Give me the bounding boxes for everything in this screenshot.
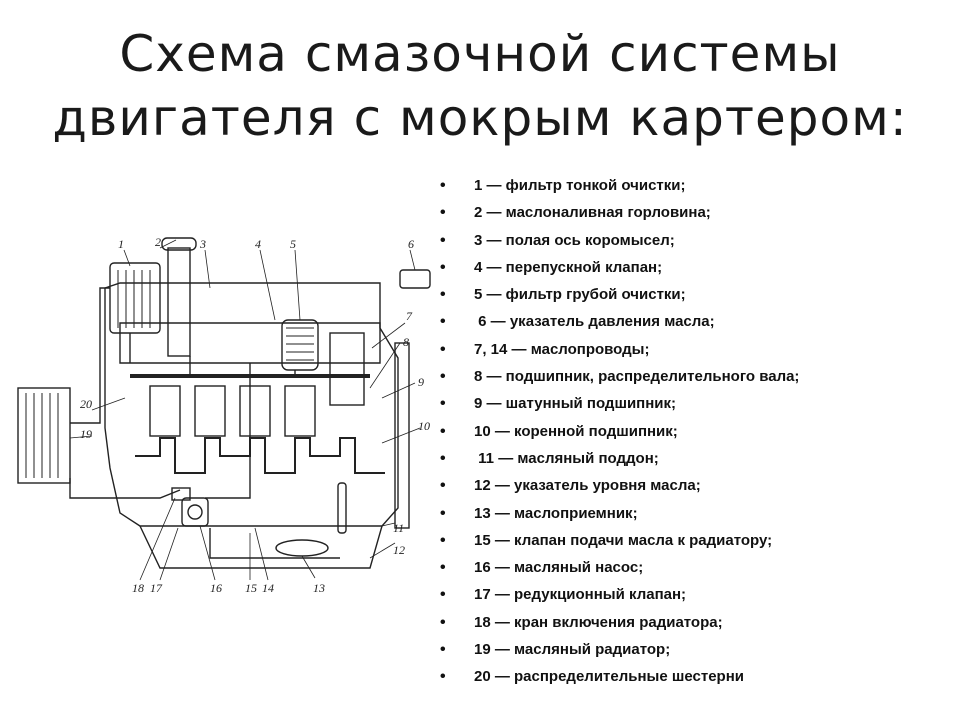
bullet-icon: •	[440, 368, 446, 386]
legend-item: • 15 — клапан подачи масла к радиатору;	[440, 531, 799, 558]
bullet-icon: •	[440, 531, 446, 549]
bullet-icon: •	[440, 313, 446, 331]
bullet-icon: •	[440, 340, 446, 358]
legend-item-text: 8 — подшипник, распределительного вала;	[474, 368, 800, 386]
legend-item-text: 11 — масляный поддон;	[474, 449, 659, 467]
bullet-icon: •	[440, 258, 446, 276]
legend-item-text: 3 — полая ось коромысел;	[474, 231, 675, 249]
callout-8: 8	[403, 335, 409, 349]
callout-15: 15	[245, 581, 257, 595]
callout-14: 14	[262, 581, 274, 595]
legend-item: • 1 — фильтр тонкой очистки;	[440, 176, 799, 203]
legend-item: • 18 — кран включения радиатора;	[440, 613, 799, 640]
callouts: 1 2 3 4 5 6 7 8 9 10 11 12 13 14 15 16 1…	[80, 235, 430, 595]
callout-20: 20	[80, 397, 92, 411]
title-line-2: двигателя с мокрым картером:	[52, 89, 908, 147]
bullet-icon: •	[440, 477, 446, 495]
legend-item: • 7, 14 — маслопроводы;	[440, 340, 799, 367]
leader-lines	[69, 239, 421, 581]
legend-item-text: 2 — маслоналивная горловина;	[474, 204, 711, 222]
legend-item-text: 20 — распределительные шестерни	[474, 668, 744, 686]
dipstick	[337, 482, 347, 534]
legend-item-text: 6 — указатель давления масла;	[474, 313, 715, 331]
callout-18: 18	[132, 581, 144, 595]
fine-filter	[109, 262, 161, 334]
title-line-1: Схема смазочной системы	[119, 25, 841, 83]
callout-19: 19	[80, 427, 92, 441]
legend-item: • 16 — масляный насос;	[440, 558, 799, 585]
oil-lines	[69, 287, 340, 559]
bullet-icon: •	[440, 231, 446, 249]
legend-item-text: 4 — перепускной клапан;	[474, 258, 663, 276]
legend-item: • 6 — указатель давления масла;	[440, 312, 799, 339]
callout-7: 7	[406, 309, 413, 323]
legend-item-text: 17 — редукционный клапан;	[474, 586, 687, 604]
pressure-gauge	[399, 269, 431, 289]
bullet-icon: •	[440, 586, 446, 604]
legend-item: • 12 — указатель уровня масла;	[440, 476, 799, 503]
callout-16: 16	[210, 581, 222, 595]
oil-pump	[171, 487, 209, 527]
legend-item: • 3 — полая ось коромысел;	[440, 231, 799, 258]
oil-pickup	[275, 539, 329, 557]
bullet-icon: •	[440, 422, 446, 440]
bullet-icon: •	[440, 641, 446, 659]
legend-item: • 9 — шатунный подшипник;	[440, 394, 799, 421]
legend-item-text: 9 — шатунный подшипник;	[474, 395, 677, 413]
callout-17: 17	[150, 581, 163, 595]
callout-6: 6	[408, 237, 414, 251]
callout-9: 9	[418, 375, 424, 389]
crankshaft	[135, 437, 385, 474]
oil-radiator	[17, 387, 71, 484]
bullet-icon: •	[440, 395, 446, 413]
bullet-icon: •	[440, 668, 446, 686]
pistons	[149, 332, 365, 437]
legend-item-text: 1 — фильтр тонкой очистки;	[474, 177, 686, 194]
legend-list: • 1 — фильтр тонкой очистки; • 2 — маслона…	[440, 176, 799, 695]
legend-item-text: 7, 14 — маслопроводы;	[474, 340, 650, 358]
callout-12: 12	[393, 543, 405, 557]
callout-13: 13	[313, 581, 325, 595]
legend-item-text: 5 — фильтр грубой очистки;	[474, 286, 686, 304]
legend-item: • 5 — фильтр грубой очистки;	[440, 285, 799, 312]
callout-2: 2	[155, 235, 161, 249]
bullet-icon: •	[440, 177, 446, 194]
legend-item: • 13 — маслоприемник;	[440, 504, 799, 531]
engine-lubrication-diagram: 1 2 3 4 5 6 7 8 9 10 11 12 13 14 15 16 1…	[17, 235, 431, 595]
callout-10: 10	[418, 419, 430, 433]
flywheel	[394, 342, 410, 529]
legend-item-text: 19 — масляный радиатор;	[474, 641, 671, 659]
bullet-icon: •	[440, 504, 446, 522]
bullet-icon: •	[440, 449, 446, 467]
legend-item-text: 16 — масляный насос;	[474, 559, 644, 577]
bullet-icon: •	[440, 559, 446, 577]
filler-neck	[161, 237, 197, 357]
legend-item: • 20 — распределительные шестерни	[440, 667, 799, 694]
legend-item: • 11 — масляный поддон;	[440, 449, 799, 476]
callout-4: 4	[255, 237, 261, 251]
bullet-icon: •	[440, 613, 446, 631]
cylinder-head	[119, 322, 381, 364]
legend-item: • 8 — подшипник, распределительного вала;	[440, 367, 799, 394]
callout-5: 5	[290, 237, 296, 251]
legend-item-text: 10 — коренной подшипник;	[474, 422, 678, 440]
legend-item-text: 13 — маслоприемник;	[474, 504, 638, 522]
callout-3: 3	[199, 237, 206, 251]
legend-item: • 10 — коренной подшипник;	[440, 422, 799, 449]
callout-11: 11	[393, 521, 404, 535]
slide-title: Схема смазочной системы двигателя с мокр…	[0, 22, 960, 150]
legend-item: • 2 — маслоналивная горловина;	[440, 203, 799, 230]
legend-item-text: 15 — клапан подачи масла к радиатору;	[474, 531, 773, 549]
legend-item: • 19 — масляный радиатор;	[440, 640, 799, 667]
bullet-icon: •	[440, 204, 446, 222]
bullet-icon: •	[440, 286, 446, 304]
engine-block	[104, 282, 399, 527]
legend-item-text: 18 — кран включения радиатора;	[474, 613, 723, 631]
legend-item: • 17 — редукционный клапан;	[440, 585, 799, 612]
legend-item-text: 12 — указатель уровня масла;	[474, 477, 701, 495]
legend-item: • 4 — перепускной клапан;	[440, 258, 799, 285]
callout-1: 1	[118, 237, 124, 251]
